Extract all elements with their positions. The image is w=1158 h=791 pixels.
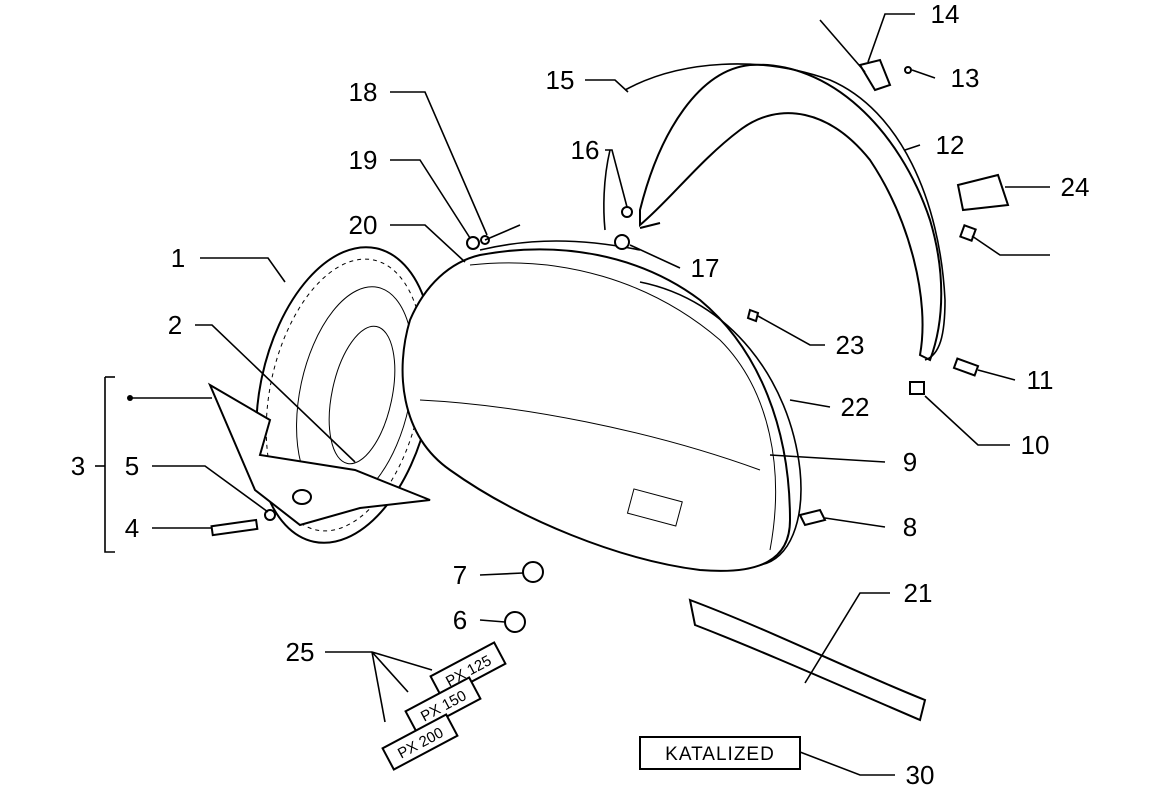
svg-text:KATALIZED: KATALIZED (665, 744, 775, 765)
callout-19: 19 (349, 145, 378, 175)
callout-17: 17 (691, 253, 720, 283)
callout-22: 22 (841, 392, 870, 422)
callout-15: 15 (546, 65, 575, 95)
decal-katalized: KATALIZED (639, 736, 801, 770)
callout-12: 12 (936, 130, 965, 160)
callout-13: 13 (951, 63, 980, 93)
callout-6: 6 (453, 605, 467, 635)
callout-3: 3 (71, 451, 85, 481)
callout-8: 8 (903, 512, 917, 542)
callout-20: 20 (349, 210, 378, 240)
callout-numbers: 14 13 15 18 12 16 19 24 20 17 1 2 23 11 … (71, 0, 1090, 790)
callout-16: 16 (571, 135, 600, 165)
callout-7: 7 (453, 560, 467, 590)
callout-18: 18 (349, 77, 378, 107)
callout-4: 4 (125, 513, 139, 543)
callout-14: 14 (931, 0, 960, 29)
inner-cowl-frame (603, 63, 946, 362)
callout-5: 5 (125, 451, 139, 481)
callout-1: 1 (171, 243, 185, 273)
callout-11: 11 (1027, 365, 1054, 395)
side-moulding (688, 598, 927, 722)
side-cowl-body (401, 248, 792, 572)
callout-24: 24 (1061, 172, 1090, 202)
callout-23: 23 (836, 330, 865, 360)
callout-30: 30 (906, 760, 935, 790)
callout-2: 2 (168, 310, 182, 340)
callout-10: 10 (1021, 430, 1050, 460)
leader-lines (95, 13, 1050, 776)
callout-21: 21 (904, 578, 933, 608)
wheel-cover-plate (207, 382, 431, 527)
small-hardware (210, 19, 1010, 633)
callout-9: 9 (903, 447, 917, 477)
callout-25: 25 (286, 637, 315, 667)
